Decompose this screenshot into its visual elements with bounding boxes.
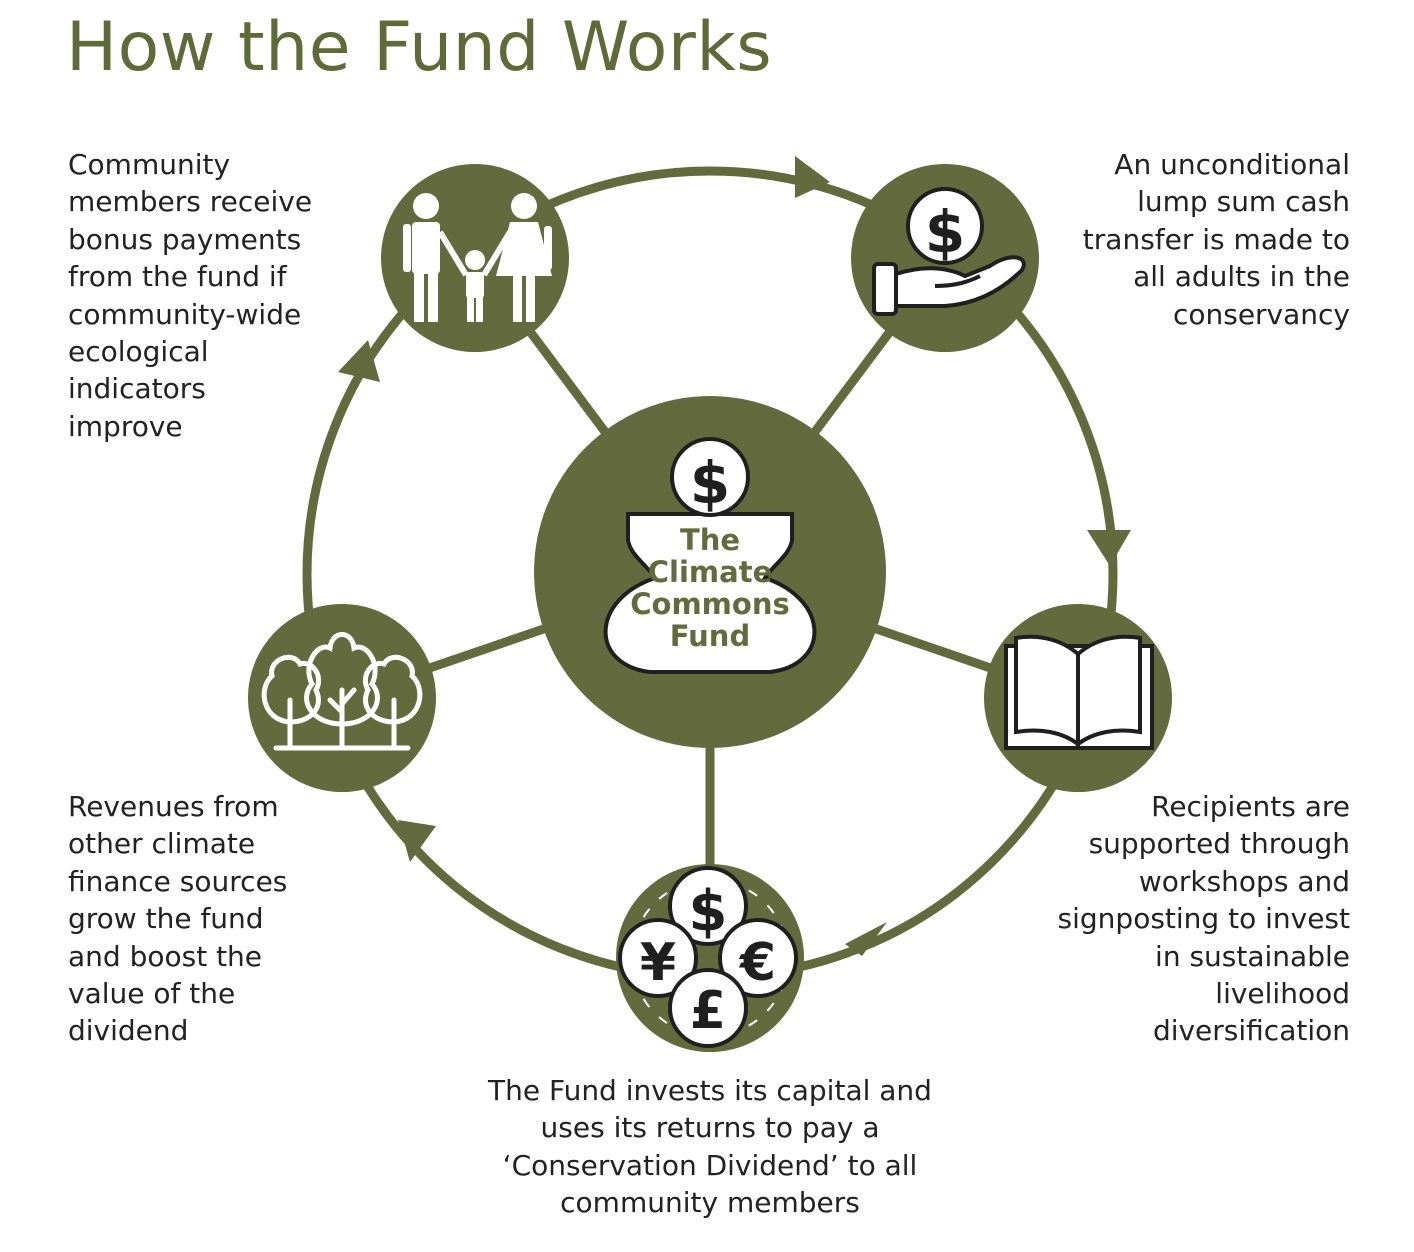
coins-node: $ ¥ € £ [616,864,804,1052]
center-line-2: Climate [648,555,772,589]
svg-text:£: £ [690,981,726,1041]
currency-coins-icon: $ ¥ € £ [618,866,798,1048]
svg-text:$: $ [925,198,965,266]
center-line-4: Fund [670,619,750,653]
step-cash-transfer-text: An unconditional lump sum cash transfer … [1082,148,1350,331]
dollar-coin-icon [670,437,750,517]
svg-text:€: € [739,933,776,993]
center-line-3: Commons [630,587,789,621]
svg-text:¥: ¥ [640,933,676,993]
trees-icon [261,632,423,751]
hand-dollar-icon: $ [872,187,1026,316]
svg-text:$: $ [689,879,728,944]
arrow-to-book [1087,530,1131,566]
svg-text:$: $ [690,449,730,517]
hand-node: $ [851,164,1039,352]
family-icon [403,193,552,322]
step-bonus-text: Community members receive bonus payments… [68,148,313,443]
book-node [984,604,1172,792]
step-dividend-text: The Fund invests its capital and uses it… [488,1074,932,1220]
trees-node [248,604,436,792]
pot-icon [603,512,817,674]
arrow-to-hand [795,156,830,198]
arrow-to-trees [398,820,436,862]
arrow-to-coins [845,922,887,956]
step-workshops-text: Recipients are supported through worksho… [1057,790,1350,1048]
family-node [381,164,569,352]
open-book-icon [1004,634,1154,750]
page-title: How the Fund Works [66,8,773,87]
arrow-to-family [338,340,380,382]
central-fund-node: $ The Climate Commons Fund [534,396,886,748]
center-line-1: The [680,523,740,557]
step-revenues-text: Revenues from other climate finance sour… [68,790,288,1048]
